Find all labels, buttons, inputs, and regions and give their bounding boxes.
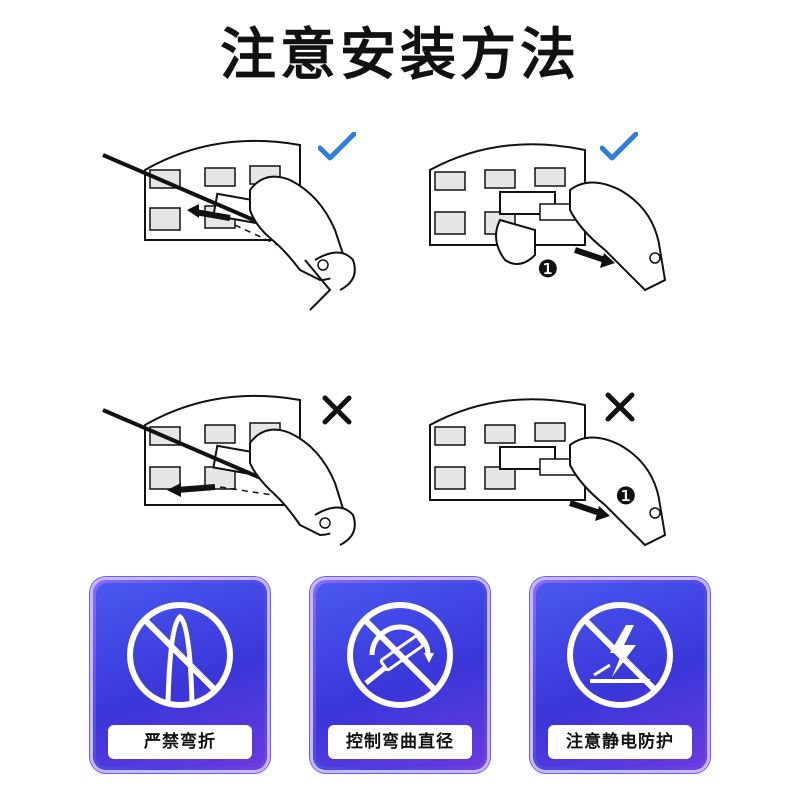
check-icon [600,132,638,161]
control-bend-radius-icon [347,602,453,708]
card-no-bending: 严禁弯折 [90,577,270,773]
card-label: 注意静电防护 [548,725,692,759]
cross-icon [322,395,352,425]
card-esd-protection: 注意静电防护 [530,577,710,773]
cross-icon [605,392,635,422]
no-bending-icon [127,602,233,708]
panel-top-left-diagram [95,120,375,320]
panel-bottom-left-diagram [95,375,375,570]
check-icon [318,132,356,161]
card-label: 严禁弯折 [108,725,252,759]
step-1-badge: ❶ [615,482,637,510]
page-title: 注意安装方法 [220,23,580,88]
esd-protection-icon [567,602,673,708]
panel-top-right-diagram [420,120,700,320]
panel-bottom-right-diagram [420,375,700,570]
step-1-badge: ❶ [537,255,559,283]
card-label: 控制弯曲直径 [328,725,472,759]
card-control-bend-radius: 控制弯曲直径 [310,577,490,773]
